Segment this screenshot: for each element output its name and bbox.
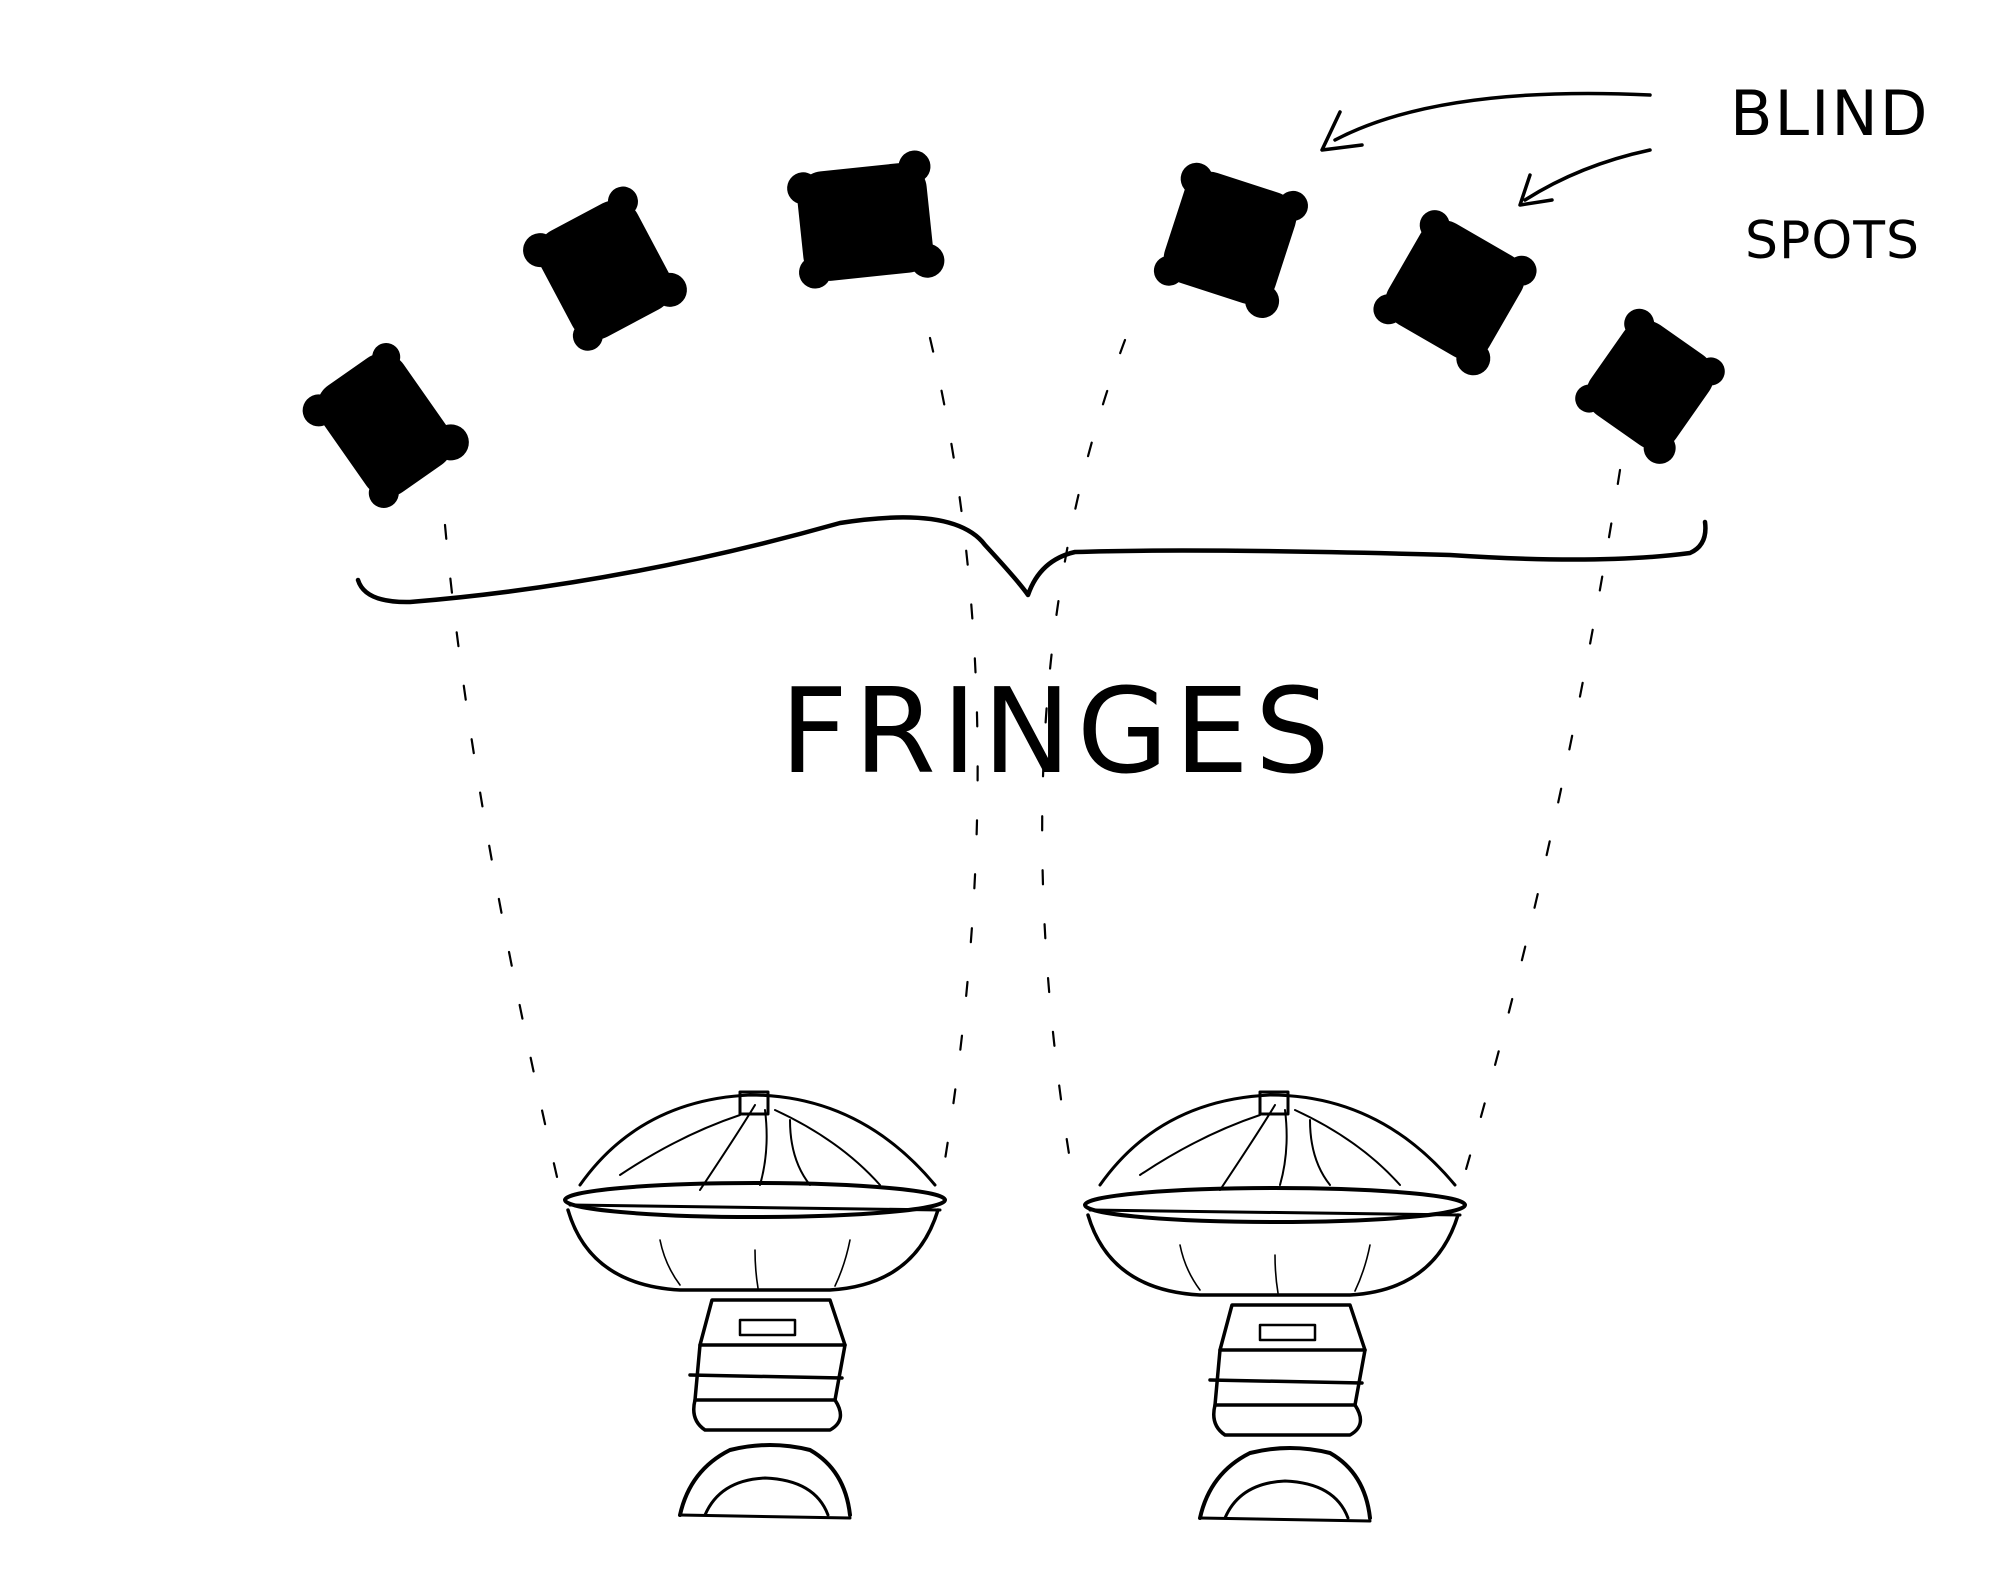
blind-spot-5 <box>1373 210 1537 376</box>
blind-spot-4 <box>1153 162 1309 319</box>
fringe-beam-lines <box>443 336 1622 1192</box>
spots-label: SPOTS <box>1745 211 1920 271</box>
antenna-left <box>563 1090 947 1520</box>
blind-label: BLIND <box>1730 77 1929 150</box>
curly-brace <box>355 515 1708 605</box>
arrowhead-2 <box>1518 173 1554 207</box>
blind-spot-1 <box>302 343 469 508</box>
arrow-to-blind-spot-4 <box>1333 91 1652 142</box>
blind-spots <box>302 150 1725 508</box>
blind-spot-6 <box>1575 308 1725 464</box>
fringes-label: FRINGES <box>780 662 1336 800</box>
antenna-right <box>1083 1090 1467 1523</box>
blind-spot-2 <box>523 186 687 351</box>
blind-spots-annotation: BLIND SPOTS <box>1320 77 1929 271</box>
blind-spot-3 <box>787 150 945 289</box>
arrow-to-blind-spot-5 <box>1523 148 1652 202</box>
arrowhead-1 <box>1320 110 1364 152</box>
